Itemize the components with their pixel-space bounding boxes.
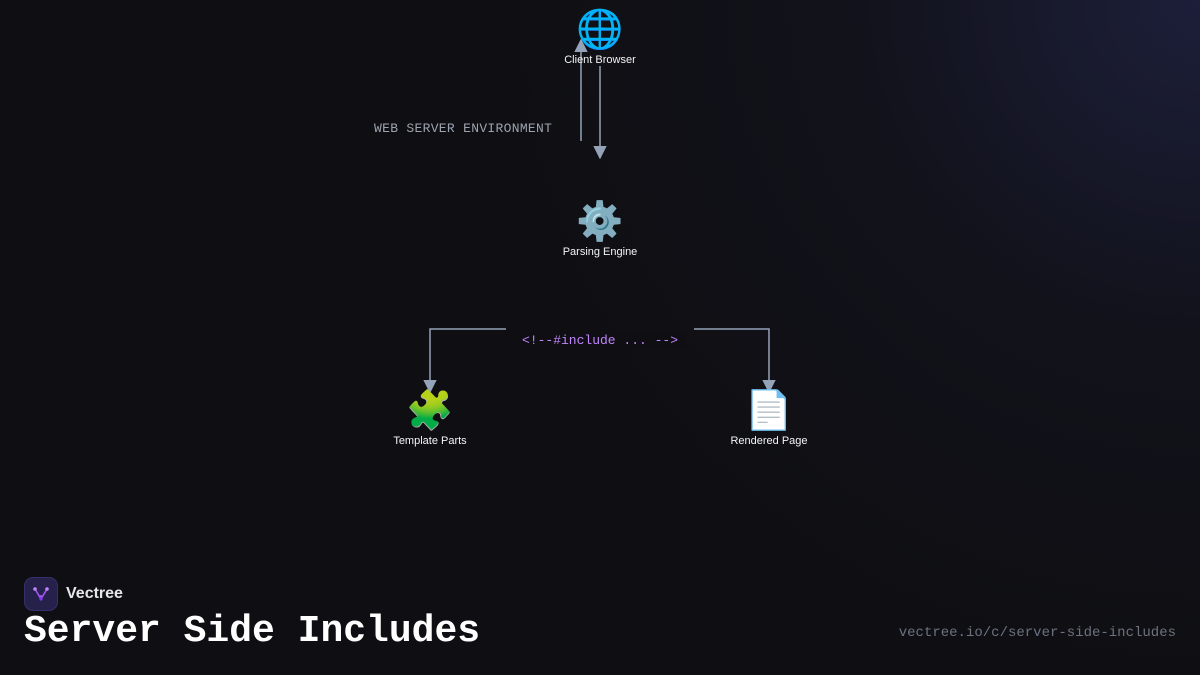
node-label: Template Parts: [393, 435, 467, 447]
edge-engine-to-rendered-page: [694, 328, 776, 394]
node-template-parts[interactable]: 🧩 Template Parts: [393, 389, 466, 447]
gear-icon: ⚙️: [576, 199, 624, 243]
page-title: Server Side Includes: [24, 610, 481, 653]
node-label: Rendered Page: [730, 435, 808, 447]
node-label: Client Browser: [564, 54, 636, 66]
brand-name: Vectree: [66, 585, 123, 602]
vectree-logo-icon: [24, 577, 58, 611]
globe-icon: 🌐: [576, 7, 624, 51]
document-icon: 📄: [745, 388, 793, 432]
node-client-browser[interactable]: 🌐 Client Browser: [564, 8, 636, 66]
node-label: Parsing Engine: [562, 246, 638, 258]
page-url[interactable]: vectree.io/c/server-side-includes: [898, 625, 1176, 641]
puzzle-icon: 🧩: [406, 388, 454, 432]
include-directive-label: <!--#include ... -->: [513, 333, 687, 348]
edge-engine-to-template-parts: [423, 328, 506, 394]
environment-label: WEB SERVER ENVIRONMENT: [374, 121, 553, 136]
node-rendered-page[interactable]: 📄 Rendered Page: [730, 389, 807, 447]
brand[interactable]: Vectree: [24, 577, 123, 611]
node-parsing-engine[interactable]: ⚙️ Parsing Engine: [563, 200, 638, 258]
